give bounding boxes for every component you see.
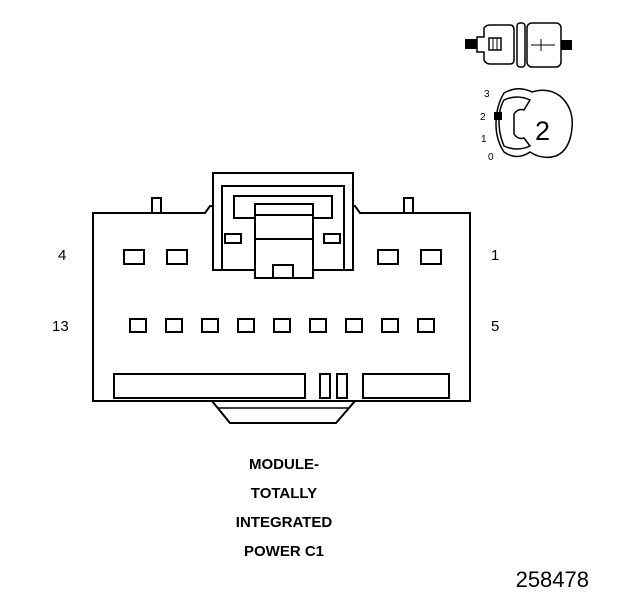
cavity-5	[417, 318, 435, 333]
locking-latch	[212, 172, 354, 279]
cavity-7	[345, 318, 363, 333]
cavity-13	[129, 318, 147, 333]
figure-number: 258478	[516, 567, 589, 592]
connector-face	[92, 172, 471, 424]
caption-line-2: TOTALLY	[251, 485, 317, 502]
caption-line-3: INTEGRATED	[236, 514, 333, 531]
bottom-slots	[113, 373, 450, 399]
lower-cavity-row	[129, 318, 435, 333]
caption-line-4: POWER C1	[244, 543, 324, 560]
position-1-label: 1	[481, 134, 487, 145]
cavity-4	[123, 249, 145, 265]
cavity-2	[377, 249, 399, 265]
cavity-10	[237, 318, 255, 333]
cavity-1	[420, 249, 442, 265]
pin-label-4: 4	[58, 247, 66, 264]
cavity-12	[165, 318, 183, 333]
cavity-8	[309, 318, 327, 333]
position-3-label: 3	[484, 89, 490, 100]
mounting-post-right	[403, 197, 414, 214]
position-0-label: 0	[488, 152, 494, 163]
cavity-6	[381, 318, 399, 333]
pin-label-5: 5	[491, 318, 499, 335]
position-badge: 2	[535, 116, 550, 146]
caption-line-1: MODULE-	[249, 456, 319, 473]
pin-label-13: 13	[52, 318, 69, 335]
upper-cavity-row	[123, 249, 442, 265]
position-2-label: 2	[480, 112, 486, 123]
cavity-9	[273, 318, 291, 333]
cavity-11	[201, 318, 219, 333]
cavity-3	[166, 249, 188, 265]
position-indicator-icon: 3 2 1 0 2	[480, 88, 573, 163]
pin-label-1: 1	[491, 247, 499, 264]
mounting-post-left	[151, 197, 162, 214]
connector-keyway	[209, 400, 358, 424]
connector-caption: MODULE- TOTALLY INTEGRATED POWER C1	[236, 456, 333, 560]
connector-side-view-icon	[465, 22, 572, 68]
